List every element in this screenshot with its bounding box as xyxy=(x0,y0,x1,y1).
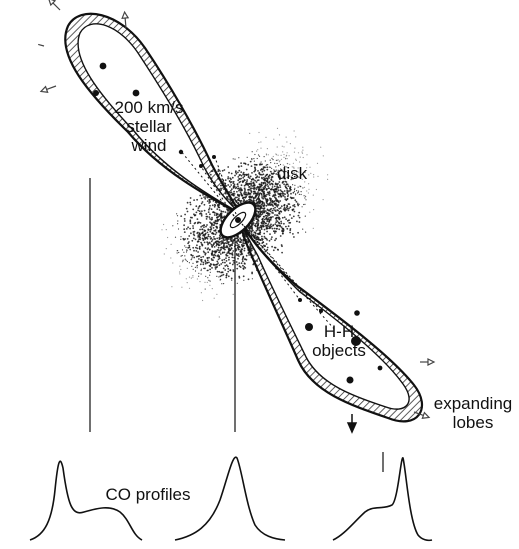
lines-of-sight xyxy=(89,178,384,472)
disk-text: disk xyxy=(276,164,308,183)
co-profile-center xyxy=(174,456,286,541)
down-arrow xyxy=(346,414,358,434)
expanding-lobes-label: expanding lobes xyxy=(428,394,518,432)
co-profile-left xyxy=(29,460,143,541)
co-profile-right xyxy=(332,457,433,542)
lobes-line1-text: expanding xyxy=(433,394,513,413)
expansion-arrows xyxy=(38,0,436,419)
wind-line2-text: wind xyxy=(131,136,167,155)
jet-knots xyxy=(178,149,323,313)
lower-lobe-cavity xyxy=(241,225,410,410)
co-profiles-text: CO profiles xyxy=(105,485,191,504)
wind-line1-text: stellar xyxy=(126,117,172,136)
upper-lobe-cavity xyxy=(77,23,239,213)
jet-lines xyxy=(179,149,336,331)
hh-line1-text: H-H xyxy=(323,322,355,341)
disk-label: disk xyxy=(272,164,312,183)
hh-objects-label: H-H objects xyxy=(306,322,372,360)
co-profiles-label: CO profiles xyxy=(98,485,198,504)
stellar-wind-label: 200 km/s stellar wind xyxy=(104,98,194,155)
lobes-line2-text: lobes xyxy=(452,413,494,432)
wind-speed-text: 200 km/s xyxy=(114,98,184,117)
hh-objects xyxy=(93,62,383,384)
hh-line2-text: objects xyxy=(312,341,366,360)
